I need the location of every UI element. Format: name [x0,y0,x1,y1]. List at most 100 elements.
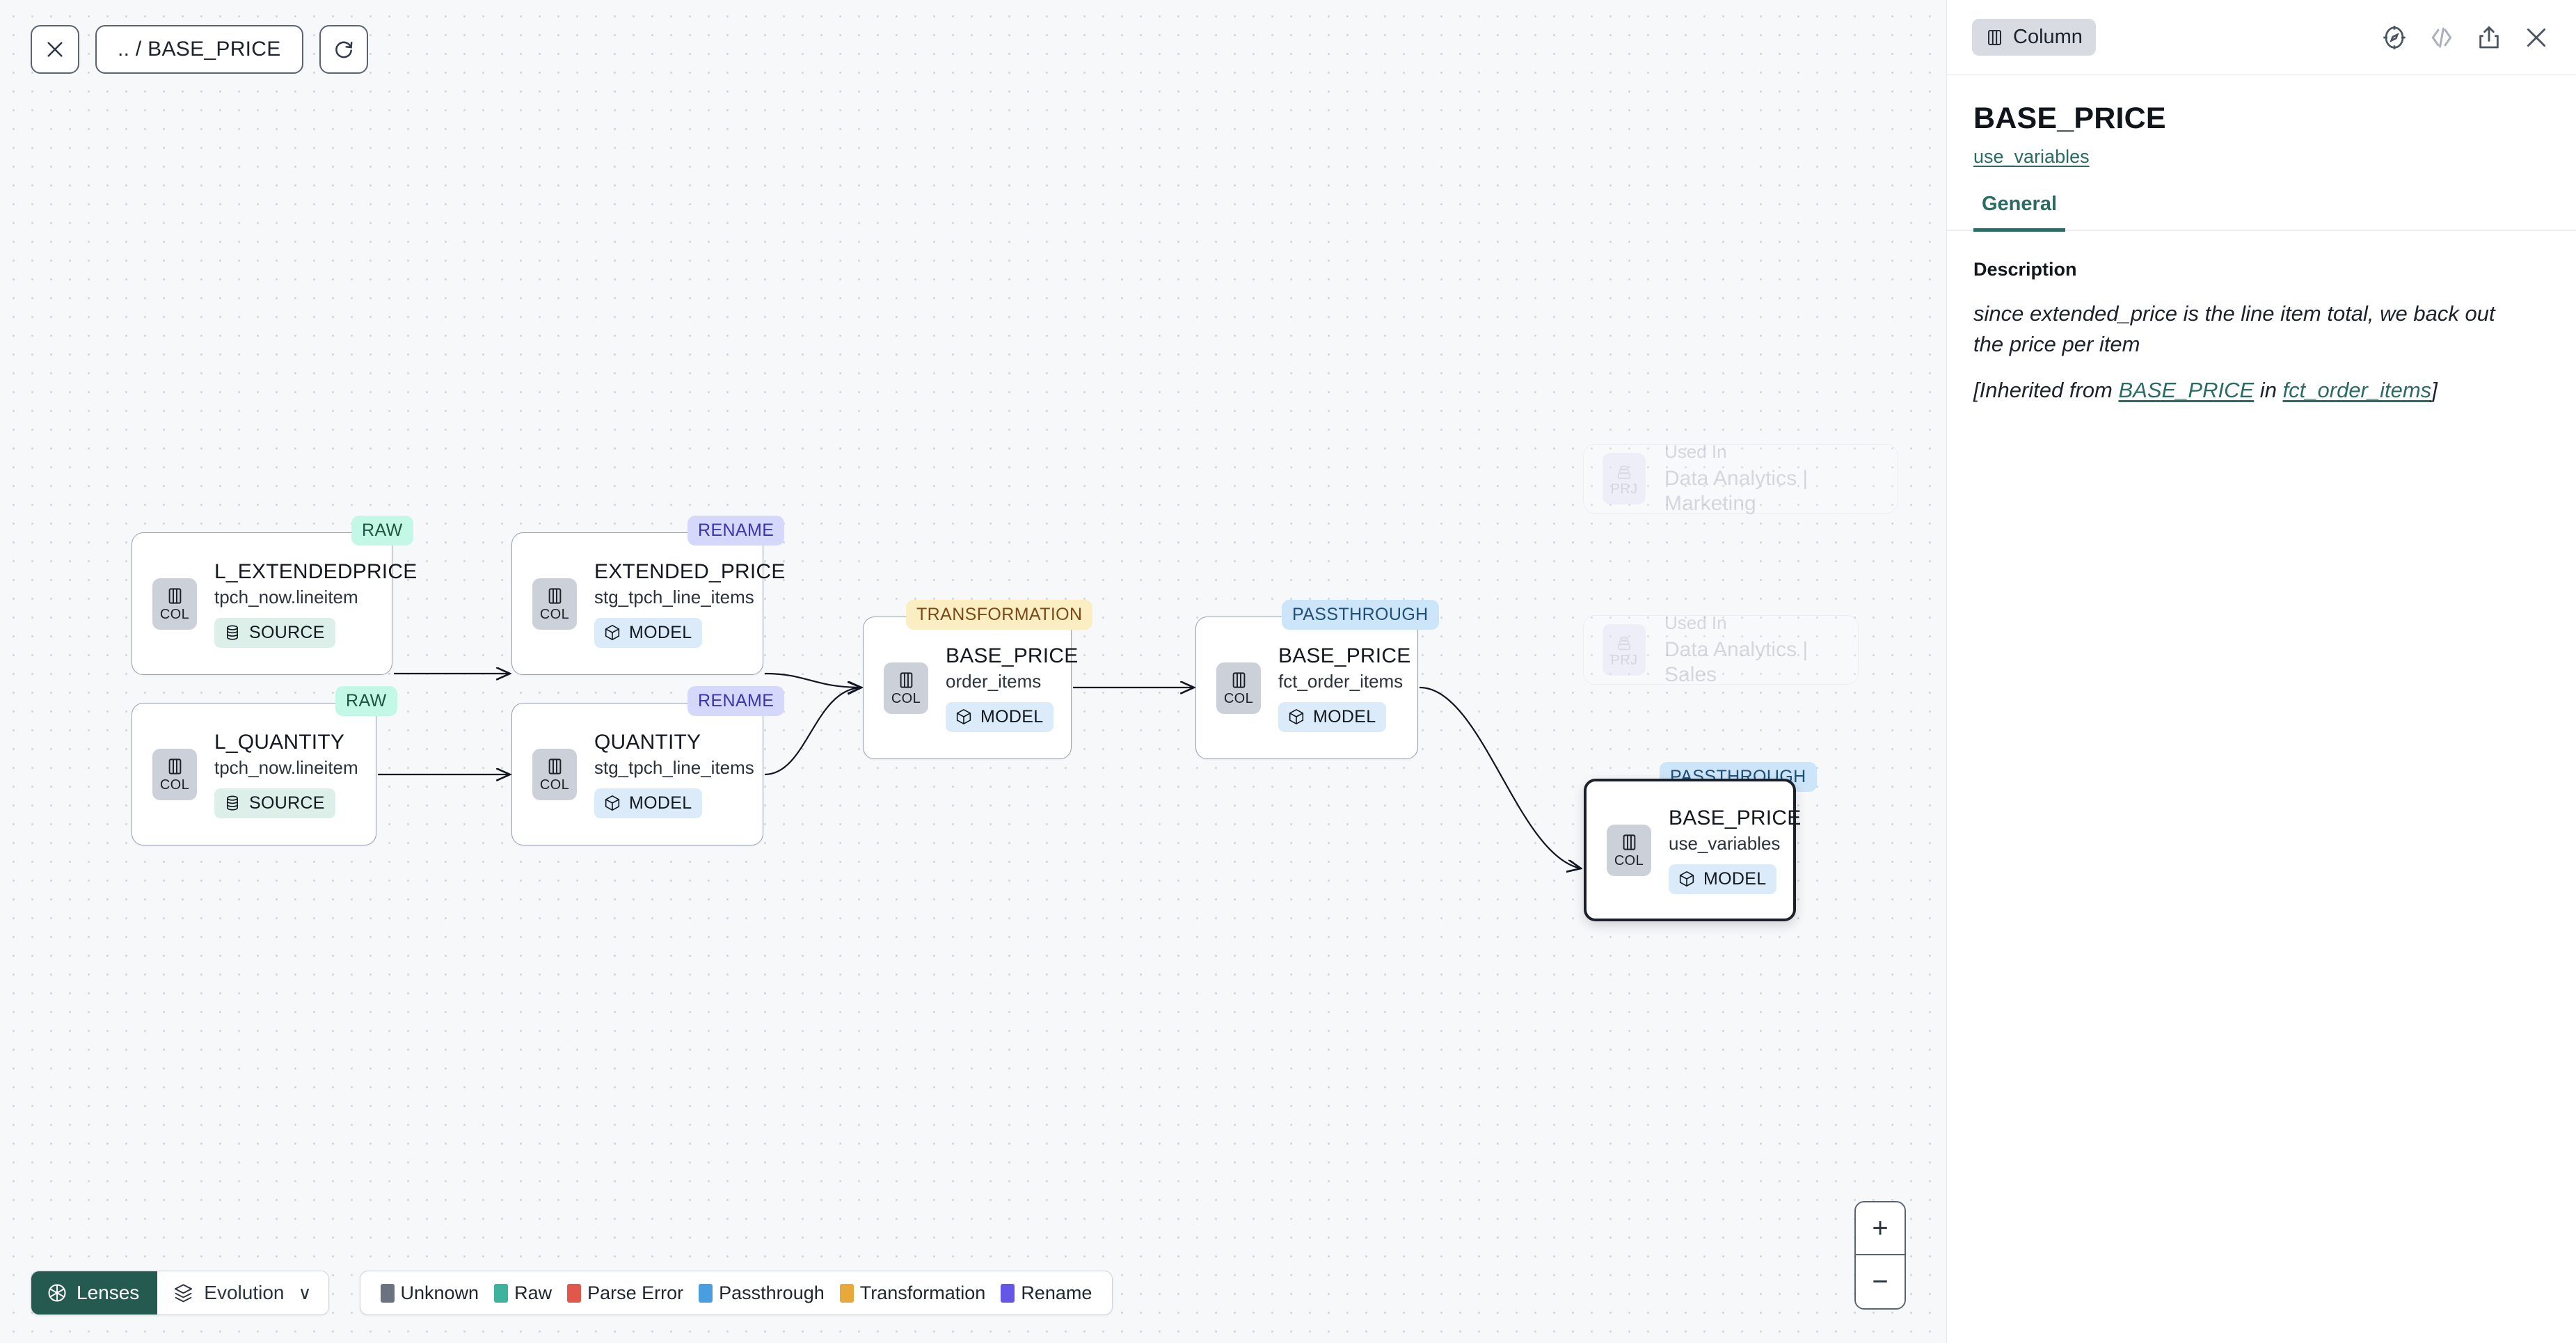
node-kind-label: SOURCE [249,793,325,813]
inherited-suffix: ] [2431,377,2438,402]
column-icon [166,757,184,777]
breadcrumb-button[interactable]: .. / BASE_PRICE [95,25,303,74]
col-chip: COL [1607,824,1651,876]
node-kind-pill: MODEL [1278,701,1387,732]
edge-type-badge-base_price_order_items: TRANSFORMATION [906,600,1093,630]
col-chip-label: COL [1614,852,1644,868]
col-chip: COL [1216,662,1261,714]
node-subtitle: use_variables [1669,833,1781,855]
inherited-middle: in [2254,377,2283,402]
description-section: Description since extended_price is the … [1947,231,2576,406]
column-icon [1230,671,1248,690]
used-in-label: Used In [1664,612,1727,633]
model-icon [1287,708,1305,726]
refresh-button[interactable] [319,25,368,74]
node-kind-label: MODEL [980,706,1044,726]
node-subtitle: order_items [946,671,1042,692]
lenses-group: Lenses Evolution ∨ [31,1271,329,1315]
used-in-name: Data Analytics | Marketing [1664,467,1808,516]
column-icon [546,587,564,606]
node-kind-label: MODEL [629,793,692,813]
legend-label: Rename [1021,1282,1092,1303]
col-chip-label: COL [891,690,921,706]
legend-item-parse-error[interactable]: Parse Error [559,1282,691,1304]
legend-label: Unknown [400,1282,479,1303]
lineage-ghost-node-used-in-sales[interactable]: PRJ Used In Data Analytics | Sales [1583,612,1859,688]
zoom-out-button[interactable]: − [1856,1255,1905,1308]
node-title: BASE_PRICE [1669,806,1802,830]
node-kind-label: MODEL [629,622,692,642]
close-panel-icon[interactable] [2522,23,2551,52]
details-panel: Column [1946,0,2576,1343]
close-lineage-button[interactable] [31,25,79,74]
details-panel-title-area: BASE_PRICE use_variables [1947,75,2576,168]
evolution-dropdown[interactable]: Evolution ∨ [157,1271,328,1314]
lenses-label: Lenses [77,1282,140,1303]
node-title: BASE_PRICE [1278,644,1411,668]
edge-type-badge-l_quantity: RAW [335,686,397,716]
model-icon [603,794,621,812]
node-kind-pill: SOURCE [214,617,335,648]
lenses-button[interactable]: Lenses [31,1271,158,1314]
ghost-body: Used In Data Analytics | Sales [1664,612,1858,688]
edge-type-badge-l_extendedprice: RAW [351,516,413,546]
legend-item-passthrough[interactable]: Passthrough [691,1282,832,1304]
prj-chip: PRJ [1603,453,1646,504]
col-chip-label: COL [539,606,570,622]
used-in-name: Data Analytics | Sales [1664,638,1808,687]
model-icon [603,623,621,642]
description-text: since extended_price is the line item to… [1973,301,2495,356]
code-icon[interactable] [2427,23,2456,52]
description-label: Description [1973,258,2077,280]
node-kind-pill: MODEL [594,788,703,818]
bottom-toolbar: Lenses Evolution ∨ Unknown Raw Parse Error… [31,1271,1113,1315]
legend-swatch [494,1283,509,1303]
parent-model-link[interactable]: use_variables [1973,146,2090,167]
tab-general[interactable]: General [1973,193,2065,232]
details-panel-header: Column [1947,0,2576,75]
legend-item-transformation[interactable]: Transformation [832,1282,994,1304]
source-icon [223,794,241,812]
legend-item-unknown[interactable]: Unknown [373,1282,487,1304]
node-title: QUANTITY [594,731,701,754]
share-icon[interactable] [2474,23,2504,52]
zoom-in-button[interactable]: + [1856,1202,1905,1255]
entity-type-chip[interactable]: Column [1972,19,2096,56]
column-icon [1620,833,1639,852]
prj-chip-label: PRJ [1610,481,1638,497]
legend-label: Raw [514,1282,552,1303]
inherited-model-link[interactable]: fct_order_items [2282,377,2432,402]
prj-chip: PRJ [1603,624,1646,676]
project-icon [1614,633,1634,651]
compass-icon[interactable] [2380,23,2409,52]
model-icon [1678,870,1696,888]
column-icon [546,757,564,777]
legend-swatch [699,1283,713,1303]
legend-swatch [567,1283,582,1303]
entity-type-label: Column [2013,26,2083,48]
inherited-column-link[interactable]: BASE_PRICE [2118,377,2255,402]
node-kind-pill: MODEL [946,701,1054,732]
node-title: L_QUANTITY [214,731,345,754]
legend-item-rename[interactable]: Rename [993,1282,1099,1304]
legend-item-raw[interactable]: Raw [486,1282,559,1304]
layers-icon [175,1283,193,1302]
close-icon [47,42,63,57]
